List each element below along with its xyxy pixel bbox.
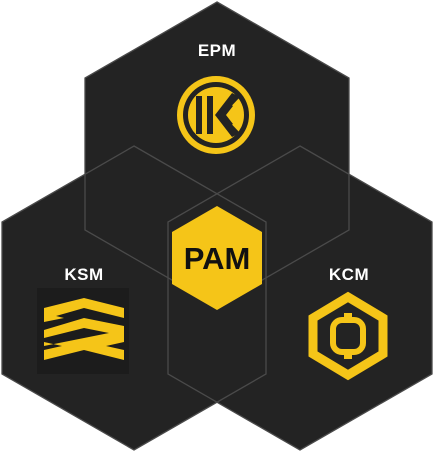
hexagon-kcm-outline (167, 145, 433, 451)
hexagon-ksm-outline (1, 145, 267, 451)
node-epm[interactable]: EPM (177, 41, 255, 154)
center-hexagon[interactable] (172, 206, 262, 310)
node-kcm[interactable]: KCM (308, 265, 388, 381)
node-kcm-label: KCM (329, 265, 369, 284)
stacked-s-logo-icon (37, 288, 129, 374)
node-epm-label: EPM (198, 41, 236, 60)
keeper-keyhole-logo-icon (177, 76, 255, 154)
node-ksm[interactable]: KSM (37, 265, 129, 374)
center-node[interactable]: PAM (172, 206, 262, 310)
octagon-link-logo-icon (308, 291, 388, 381)
center-label: PAM (184, 241, 251, 276)
node-ksm-label: KSM (64, 265, 103, 284)
